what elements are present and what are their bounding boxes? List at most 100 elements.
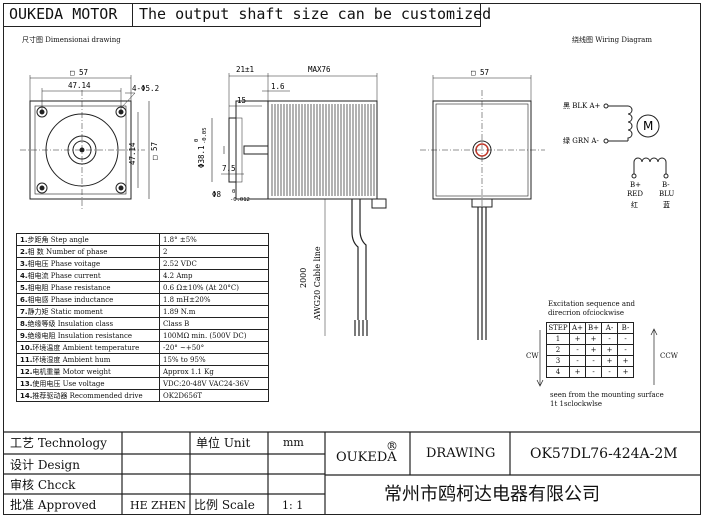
side-view — [211, 73, 387, 336]
spec-number: 5. — [20, 283, 28, 292]
spec-value: 100MΩ min. (500V DC) — [159, 329, 269, 342]
tb-company: 常州市鸥柯达电器有限公司 — [384, 484, 600, 505]
excitation-cell: - — [601, 366, 618, 378]
tb-check: 审核 Chcck — [10, 478, 76, 492]
spec-key-text: 相电压 Phase voitage — [27, 259, 101, 268]
rear-view — [420, 75, 545, 340]
excitation-cell: STEP — [546, 322, 570, 334]
dim-holes: 4-Φ5.2 — [132, 84, 159, 93]
wire-a-minus: 绿 GRN A- — [563, 136, 599, 145]
dim-phi8-tol2: -0.012 — [230, 197, 250, 203]
spec-number: 12. — [20, 367, 33, 376]
wire-b-minus: B- — [662, 181, 670, 189]
excitation-cell: - — [569, 355, 586, 367]
spec-value: 15% to 95% — [159, 353, 269, 366]
excitation-cell: A+ — [569, 322, 586, 334]
tb-approved: 批准 Approved — [10, 498, 97, 512]
dim-sq57-v: □ 57 — [150, 142, 159, 160]
excitation-note: seen from the mounting surface 1t 1scloc… — [550, 391, 664, 408]
spec-key: 12.电机重量 Motor weight — [16, 365, 160, 378]
spec-key-text: 步距角 Step angle — [27, 235, 89, 244]
spec-key: 5.相电阻 Phase resistance — [16, 281, 160, 294]
dim-phi8-tol: 0 — [232, 189, 235, 195]
wire-hong: 红 — [631, 200, 638, 209]
spec-row: 3.相电压 Phase voitage 2.52 VDC — [16, 257, 269, 270]
excitation-row: 3--++ — [546, 355, 634, 367]
spec-key: 4.相电流 Phase current — [16, 269, 160, 282]
dim-cable-length: 2000 — [299, 268, 308, 288]
dim-sq57-front: □ 57 — [70, 68, 88, 77]
dim-75: 7.5 — [222, 164, 236, 173]
tb-unit-label: 单位 Unit — [196, 436, 251, 450]
spec-key: 11.环境湿度 Ambient hum — [16, 353, 160, 366]
excitation-cell: - — [617, 344, 634, 356]
spec-number: 9. — [20, 331, 28, 340]
excitation-cell: B- — [617, 322, 634, 334]
spec-value: VDC:20-48V VAC24-36V — [159, 377, 269, 390]
spec-number: 6. — [20, 295, 28, 304]
excitation-cell: + — [585, 333, 602, 345]
spec-number: 13. — [20, 379, 33, 388]
spec-number: 3. — [20, 259, 28, 268]
spec-key: 10.环境温度 Ambient temperature — [16, 341, 160, 354]
spec-value: 4.2 Amp — [159, 269, 269, 282]
spec-number: 4. — [20, 271, 28, 280]
spec-value: 0.6 Ω±10% (At 20°C) — [159, 281, 269, 294]
spec-key-text: 使用电压 Use voltage — [32, 379, 105, 388]
spec-value: -20° ~+50° — [159, 341, 269, 354]
excitation-cell: + — [569, 333, 586, 345]
tb-technology: 工艺 Technology — [10, 436, 107, 450]
excitation-cell: - — [585, 355, 602, 367]
dim-phi8: Φ8 — [212, 190, 222, 199]
spec-number: 11. — [20, 355, 33, 364]
spec-row: 10.环境温度 Ambient temperature-20° ~+50° — [16, 341, 269, 354]
drawing-frame — [3, 3, 701, 515]
excitation-cell: B+ — [585, 322, 602, 334]
spec-number: 10. — [20, 343, 33, 352]
dim-4714-v: 47.14 — [128, 142, 137, 165]
spec-key: 13.使用电压 Use voltage — [16, 377, 160, 390]
dim-16: 1.6 — [271, 82, 285, 91]
excitation-cell: A- — [601, 322, 618, 334]
excitation-cell: - — [585, 366, 602, 378]
excitation-cell: 3 — [546, 355, 570, 367]
spec-key: 2.相 数 Number of phase — [16, 245, 160, 258]
wire-a-plus: 黑 BLK A+ — [563, 102, 601, 110]
brand-title: OUKEDA MOTOR — [3, 3, 133, 27]
excitation-row: 1++-- — [546, 333, 634, 345]
spec-key-text: 相电阻 Phase resistance — [27, 283, 111, 292]
dim-phi38-tol: 0 — [194, 139, 200, 142]
spec-key-text: 推荐驱动器 Recommended drive — [32, 391, 143, 400]
dim-4714-h: 47.14 — [68, 81, 91, 90]
spec-value: Approx 1.1 Kg — [159, 365, 269, 378]
wire-red: RED — [627, 190, 643, 198]
spec-key: 8.绝缘等级 Insulation class — [16, 317, 160, 330]
spec-key-text: 相电流 Phase current — [27, 271, 101, 280]
dim-sq57-rear: □ 57 — [471, 68, 489, 77]
spec-number: 1. — [20, 235, 28, 244]
title-block-grid — [3, 431, 701, 515]
spec-value: 2.52 VDC — [159, 257, 269, 270]
spec-key-text: 绝缘电阻 Insulation resistance — [27, 331, 133, 340]
spec-value: OK2D656T — [159, 389, 269, 402]
excitation-cell: + — [601, 344, 618, 356]
wiring-label: 绕线图 Wiring Diagram — [572, 36, 652, 44]
spec-key: 1.步距角 Step angle — [16, 233, 160, 246]
tb-unit: mm — [283, 436, 304, 449]
tb-design: 设计 Design — [10, 458, 80, 472]
slogan-title: The output shaft size can be customized — [133, 3, 491, 27]
dim-phi38: Φ38.1 — [197, 145, 206, 168]
tb-scale: 1: 1 — [282, 499, 304, 512]
spec-key-text: 电机重量 Motor weight — [32, 367, 111, 376]
